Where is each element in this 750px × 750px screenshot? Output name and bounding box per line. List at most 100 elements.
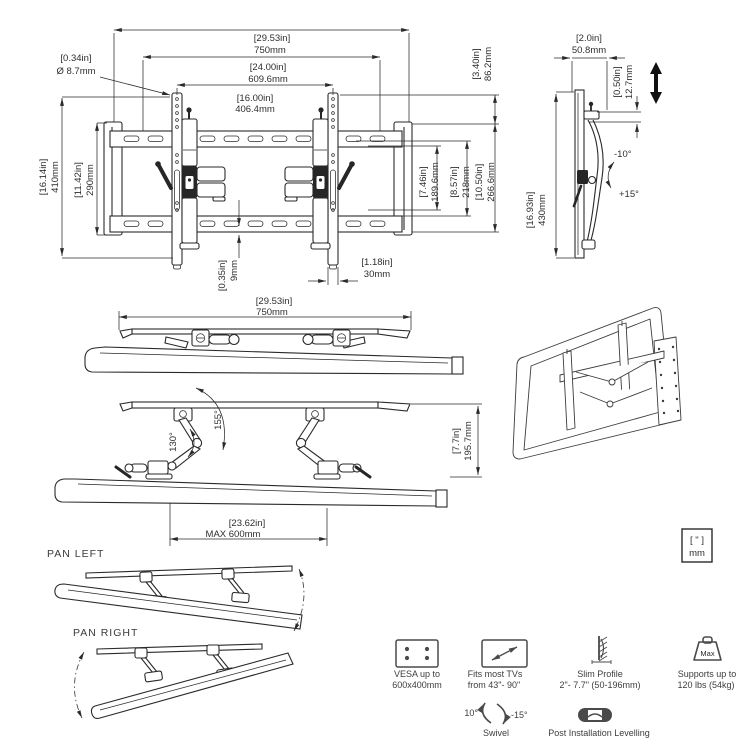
pan-left-swing-arc <box>293 568 305 632</box>
height-adjust-arrow-icon <box>650 62 662 104</box>
rail-slots <box>123 135 386 227</box>
pan-left-rail <box>85 565 293 579</box>
swivel-angle-right: -15° <box>511 710 528 720</box>
weight-line2: 120 lbs (54kg) <box>677 680 734 690</box>
dim-bar-width-in: [1.18in] <box>361 257 392 268</box>
slim-profile-line2: 2"- 7.7" (50-196mm) <box>560 680 641 690</box>
dim-bracket-spacing-in: [16.00in] <box>237 93 273 104</box>
dim-folded-depth-in: [7.7in] <box>451 428 462 454</box>
dim-top-offset-in: [3.40in] <box>471 48 482 79</box>
dim-hole-spacing-mm: 609.6mm <box>248 74 288 85</box>
spacer-block <box>196 166 226 182</box>
dim-closed-width-mm: 750mm <box>256 307 288 318</box>
dim-bar-width-mm: 30mm <box>364 269 390 280</box>
top-view-extended: 130° 155° [7.7in] 195.7mm [23.62in] MAX … <box>54 387 482 546</box>
dim-overall-width-mm: 750mm <box>254 45 286 56</box>
max-weight-icon <box>693 636 722 661</box>
dim-plate-height-mm: 290mm <box>85 164 96 196</box>
feature-tv-size: Fits most TVs from 43"- 90" <box>468 639 528 690</box>
locking-pin <box>186 107 192 113</box>
wall-plate-right-cap <box>393 121 413 236</box>
pan-left-view: PAN LEFT <box>47 548 305 632</box>
tv-bracket-right <box>284 92 355 270</box>
wall-plate-bottom-rail <box>109 215 403 233</box>
dim-depth-in: [2.0in] <box>576 33 602 44</box>
feature-slim-profile: Slim Profile 2"- 7.7" (50-196mm) <box>560 636 641 690</box>
dim-folded-depth-mm: 195.7mm <box>463 421 474 461</box>
dim-inner-height1-in: [7.46in] <box>418 166 429 197</box>
closed-mount-bar <box>119 328 411 349</box>
max-weight-icon-label: Max <box>700 649 714 658</box>
slim-profile-line1: Slim Profile <box>577 669 623 679</box>
pan-right-label: PAN RIGHT <box>73 627 138 639</box>
tv-size-line1: Fits most TVs <box>468 669 523 679</box>
pan-left-label: PAN LEFT <box>47 548 104 560</box>
side-dimensions: [2.0in] 50.8mm [0.50in] 12.7mm [16.93in]… <box>525 33 662 259</box>
wall-plate-left-cap <box>103 121 123 236</box>
tv-size-line2: from 43"- 90" <box>468 680 520 690</box>
pan-right-rail <box>96 643 263 655</box>
tension-lever <box>337 161 355 190</box>
dim-overall-width-in: [29.53in] <box>254 33 290 44</box>
extended-rail <box>119 401 411 412</box>
dim-bracket-spacing-mm: 406.4mm <box>235 104 275 115</box>
latch-left <box>164 329 240 349</box>
latch-right <box>302 329 366 349</box>
units-legend-box <box>681 528 713 563</box>
arm-angle-outer-label: 155° <box>213 410 224 430</box>
dim-tab-depth-in: [0.35in] <box>217 260 228 291</box>
dim-inner-height2-in: [8.57in] <box>449 166 460 197</box>
front-view: [29.53in] 750mm [24.00in] 609.6mm [16.00… <box>38 28 499 291</box>
feature-vesa: VESA up to 600x400mm <box>392 639 442 690</box>
dim-max-extension-mm: MAX 600mm <box>206 529 261 540</box>
dim-inner-height3-in: [10.50in] <box>474 164 485 200</box>
tension-lever <box>155 161 173 190</box>
feature-weight: Max Supports up to 120 lbs (54kg) <box>677 636 737 690</box>
arm-left <box>114 407 203 480</box>
vesa-pattern-icon <box>395 639 439 668</box>
pan-right-view: PAN RIGHT <box>73 627 294 720</box>
tv-edge-closed <box>84 346 464 375</box>
feature-swivel: 10° -15° Swivel <box>464 702 528 738</box>
dim-closed-width-in: [29.53in] <box>256 296 292 307</box>
mount-3d <box>559 321 682 431</box>
perspective-view <box>512 307 682 460</box>
dim-inner-height1-mm: 189.6mm <box>430 162 441 202</box>
vesa-line1: VESA up to <box>394 669 440 679</box>
arm-angle-inner-label: 130° <box>168 432 179 452</box>
dim-hole-diameter-in: [0.34in] <box>60 53 91 64</box>
dim-max-extension-in: [23.62in] <box>229 518 265 529</box>
top-view-closed: [29.53in] 750mm <box>84 296 464 375</box>
tilt-bracket-profile <box>572 101 604 250</box>
dim-hole-diameter-mm: Ø 8.7mm <box>56 66 95 77</box>
units-mm-label: mm <box>689 548 705 559</box>
dim-inner-height3-mm: 266.6mm <box>486 162 497 202</box>
spacer-block <box>284 166 314 182</box>
feature-levelling: Post Installation Levelling <box>548 708 650 738</box>
dim-top-offset-mm: 86.2mm <box>483 47 494 81</box>
dim-tab-depth-mm: 9mm <box>229 260 240 281</box>
weight-line1: Supports up to <box>678 669 737 679</box>
wall-plate-top-rail <box>109 130 403 148</box>
swivel-icon <box>477 702 511 725</box>
side-view: [2.0in] 50.8mm [0.50in] 12.7mm [16.93in]… <box>525 33 662 259</box>
pan-right-tv-edge <box>90 652 294 720</box>
units-inches-symbol: [ " ] <box>690 535 704 546</box>
locking-pin <box>318 107 324 113</box>
angle-annotations: 130° 155° <box>168 387 227 458</box>
vesa-line2: 600x400mm <box>392 680 442 690</box>
slim-profile-icon <box>591 636 612 664</box>
front-dimensions: [29.53in] 750mm [24.00in] 609.6mm [16.00… <box>38 28 499 291</box>
units-legend: [ " ] mm <box>681 528 713 563</box>
tv-size-icon <box>481 639 528 668</box>
dim-height-in: [16.93in] <box>525 192 536 228</box>
level-icon <box>578 708 612 722</box>
dim-gap-mm: 12.7mm <box>624 65 635 99</box>
tilt-down-label: +15° <box>619 189 639 200</box>
pan-right-swing-arc <box>74 651 85 719</box>
extended-dimensions: [7.7in] 195.7mm [23.62in] MAX 600mm <box>169 403 482 546</box>
dim-gap-in: [0.50in] <box>612 66 623 97</box>
swivel-angle-left: 10° <box>464 708 478 718</box>
